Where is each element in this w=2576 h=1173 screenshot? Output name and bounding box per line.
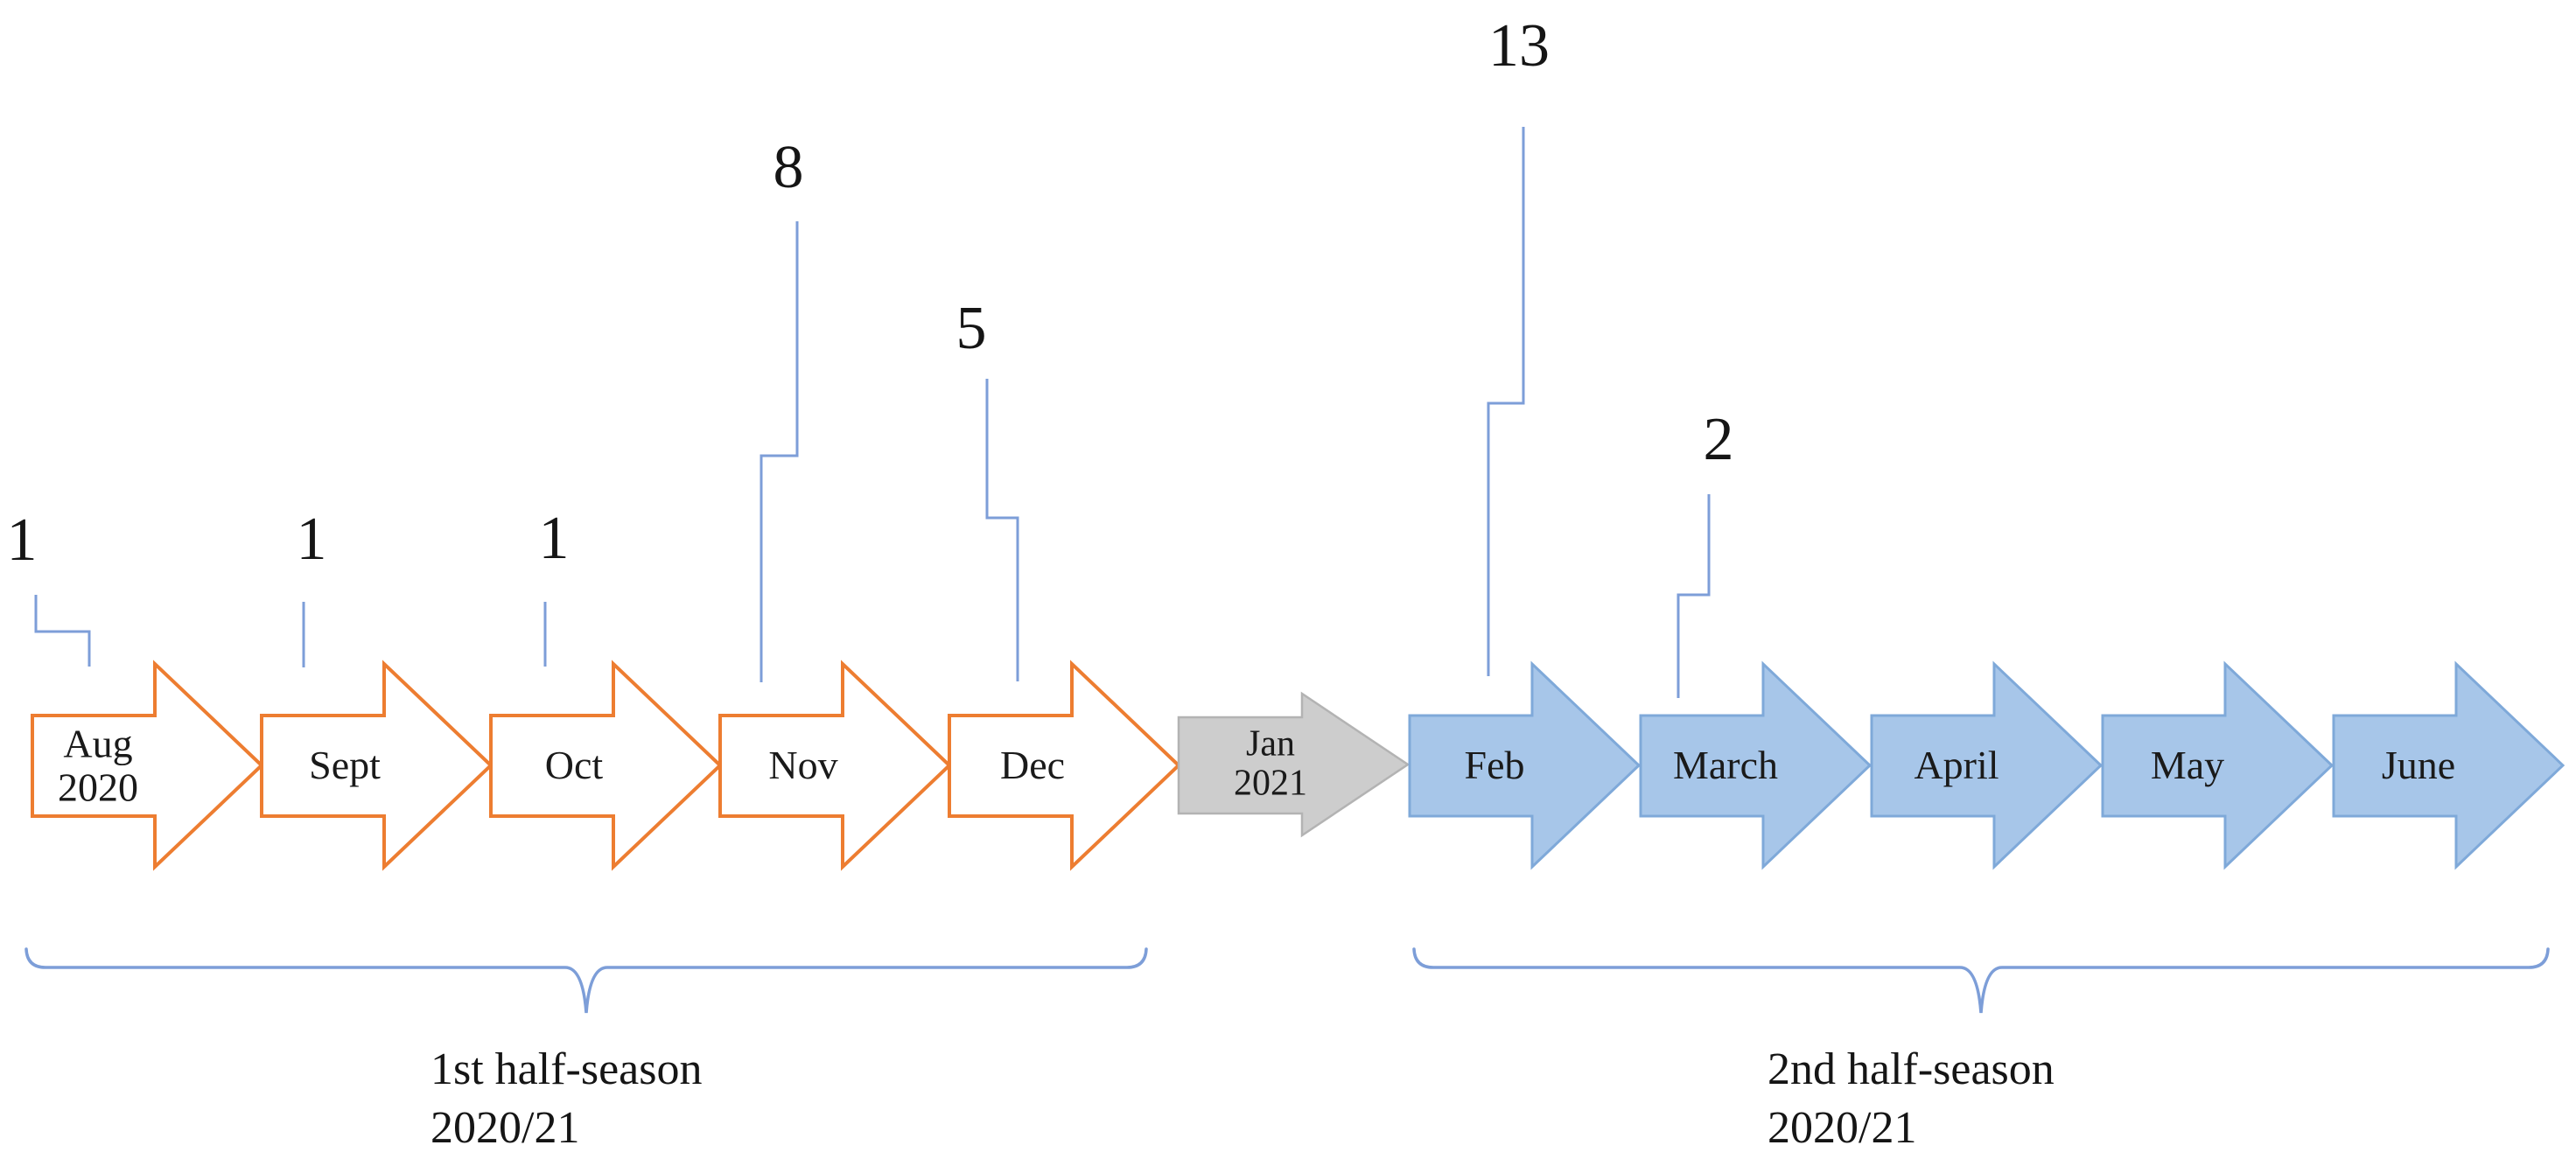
brace-first-half — [24, 947, 1148, 1014]
annotation-count-aug: 1 — [6, 506, 38, 574]
caption-first-half-line2: 2020/21 — [430, 1102, 580, 1153]
arrow-april — [1870, 660, 2104, 870]
leader-line-feb — [1487, 127, 1525, 676]
annotation-count-nov: 8 — [773, 134, 804, 201]
caption-first-half-season: 1st half-season 2020/21 — [430, 1041, 702, 1157]
annotation-count-dec: 5 — [956, 295, 987, 362]
month-label-may: May — [2150, 743, 2225, 788]
arrow-oct — [489, 660, 723, 871]
arrow-aug — [31, 660, 264, 871]
leader-line-nov — [760, 221, 799, 682]
month-label-oct: Oct — [544, 743, 604, 788]
month-label-aug: Aug 2020 — [58, 721, 138, 809]
month-label-april: April — [1914, 743, 1999, 788]
month-label-sept: Sept — [309, 743, 381, 788]
caption-first-half-line1: 1st half-season — [430, 1044, 703, 1094]
caption-second-half-season: 2nd half-season 2020/21 — [1768, 1041, 2054, 1157]
month-label-june: June — [2381, 743, 2456, 788]
month-label-feb: Feb — [1464, 743, 1525, 788]
leader-line-dec — [985, 379, 1019, 681]
arrow-dec — [948, 660, 1181, 871]
month-label-dec: Dec — [999, 743, 1066, 788]
brace-second-half — [1412, 947, 2550, 1014]
annotation-count-march: 2 — [1703, 406, 1734, 473]
arrow-feb — [1408, 660, 1642, 870]
caption-second-half-line1: 2nd half-season — [1768, 1044, 2054, 1094]
annotation-count-sept: 1 — [296, 506, 327, 573]
month-label-jan: Jan 2021 — [1234, 723, 1307, 804]
leader-line-march — [1676, 494, 1711, 698]
annotation-count-feb: 13 — [1488, 12, 1550, 80]
arrow-jan — [1177, 691, 1410, 838]
month-label-march: March — [1672, 743, 1779, 788]
caption-second-half-line2: 2020/21 — [1768, 1102, 1917, 1153]
arrow-march — [1639, 660, 1872, 870]
arrow-nov — [718, 660, 952, 871]
month-label-nov: Nov — [768, 743, 838, 788]
arrow-may — [2101, 660, 2334, 870]
arrow-june — [2332, 660, 2566, 870]
annotation-count-oct: 1 — [538, 505, 570, 572]
leader-line-aug — [34, 595, 91, 667]
arrow-sept — [260, 660, 494, 871]
